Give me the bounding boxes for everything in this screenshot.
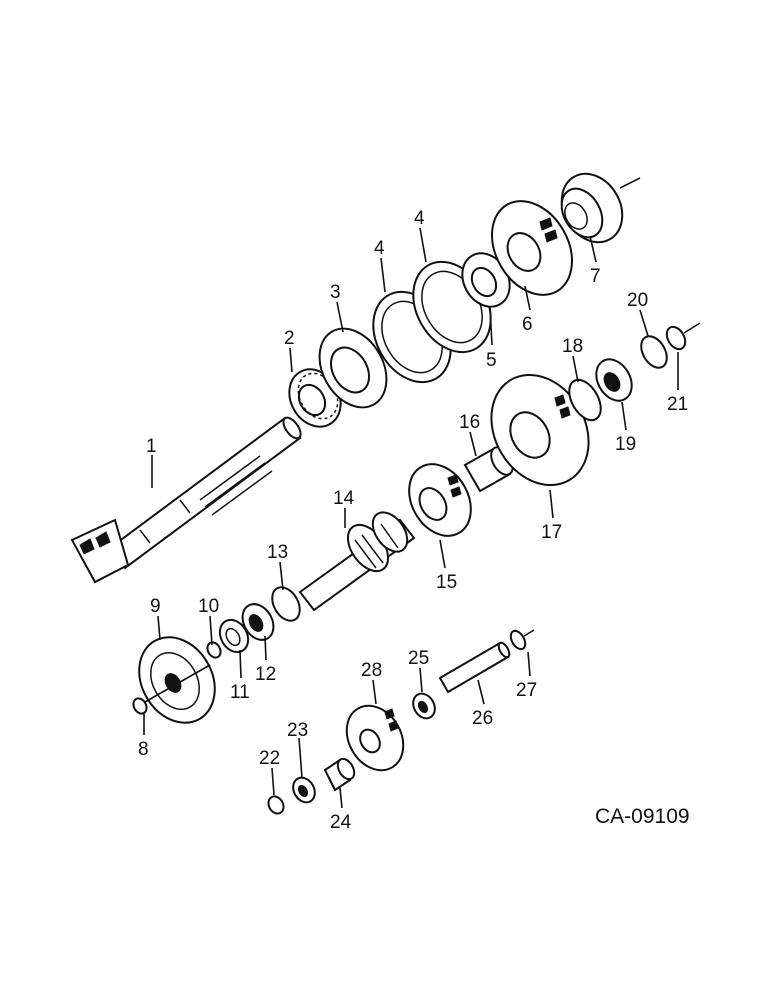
part-19-bearing [595, 358, 633, 402]
label-21: 21 [667, 394, 688, 415]
part-28-idler-gear [345, 704, 405, 772]
part-9-gear [138, 636, 216, 724]
label-4a: 4 [374, 238, 385, 259]
part-5-bearing [461, 252, 511, 308]
label-9: 9 [150, 596, 161, 617]
leader-lines [143, 227, 679, 809]
label-20: 20 [627, 290, 648, 311]
label-22: 22 [259, 748, 280, 769]
label-7: 7 [590, 266, 601, 287]
part-15-gear [408, 463, 472, 537]
part-3-bearing-cage [318, 327, 388, 409]
callout-labels: 1 2 3 4 4 5 6 7 8 9 10 11 12 13 14 15 16… [138, 208, 688, 833]
part-11-bearing [218, 618, 250, 654]
label-26: 26 [472, 708, 493, 729]
part-13-snap-ring [271, 586, 301, 622]
part-20-snap-ring [640, 335, 668, 369]
label-11: 11 [230, 682, 250, 703]
label-15: 15 [436, 572, 457, 593]
label-4b: 4 [414, 208, 425, 229]
part-23-bearing [292, 776, 316, 804]
label-24: 24 [330, 812, 352, 833]
label-8: 8 [138, 739, 149, 760]
part-16-sleeve [463, 446, 514, 493]
label-10: 10 [198, 596, 219, 617]
part-25-bearing [412, 692, 436, 720]
label-1: 1 [146, 436, 157, 457]
part-10-washer [206, 641, 222, 659]
part-18-snap-ring [568, 378, 602, 422]
label-25: 25 [408, 648, 429, 669]
part-7-coupling [560, 172, 641, 244]
label-3: 3 [330, 282, 341, 303]
label-23: 23 [287, 720, 308, 741]
diagram-code: CA-09109 [595, 805, 690, 828]
part-8-washer [132, 697, 148, 715]
label-5: 5 [486, 350, 497, 371]
label-27: 27 [516, 680, 537, 701]
part-27-washer [509, 629, 535, 651]
part-24-spacer [323, 757, 356, 792]
part-22-washer [267, 795, 285, 815]
part-14-shaft [298, 511, 416, 612]
part-21-snap-ring [665, 322, 701, 351]
label-17: 17 [541, 522, 562, 543]
label-2: 2 [284, 328, 295, 349]
part-6-gear [491, 200, 573, 296]
label-12: 12 [255, 664, 276, 685]
part-1-shaft [70, 416, 302, 584]
part-26-pin [438, 641, 511, 694]
label-18: 18 [562, 336, 583, 357]
label-6: 6 [522, 314, 533, 335]
label-28: 28 [361, 660, 382, 681]
label-14: 14 [333, 488, 355, 509]
label-16: 16 [459, 412, 480, 433]
label-19: 19 [615, 434, 636, 455]
label-13: 13 [267, 542, 288, 563]
